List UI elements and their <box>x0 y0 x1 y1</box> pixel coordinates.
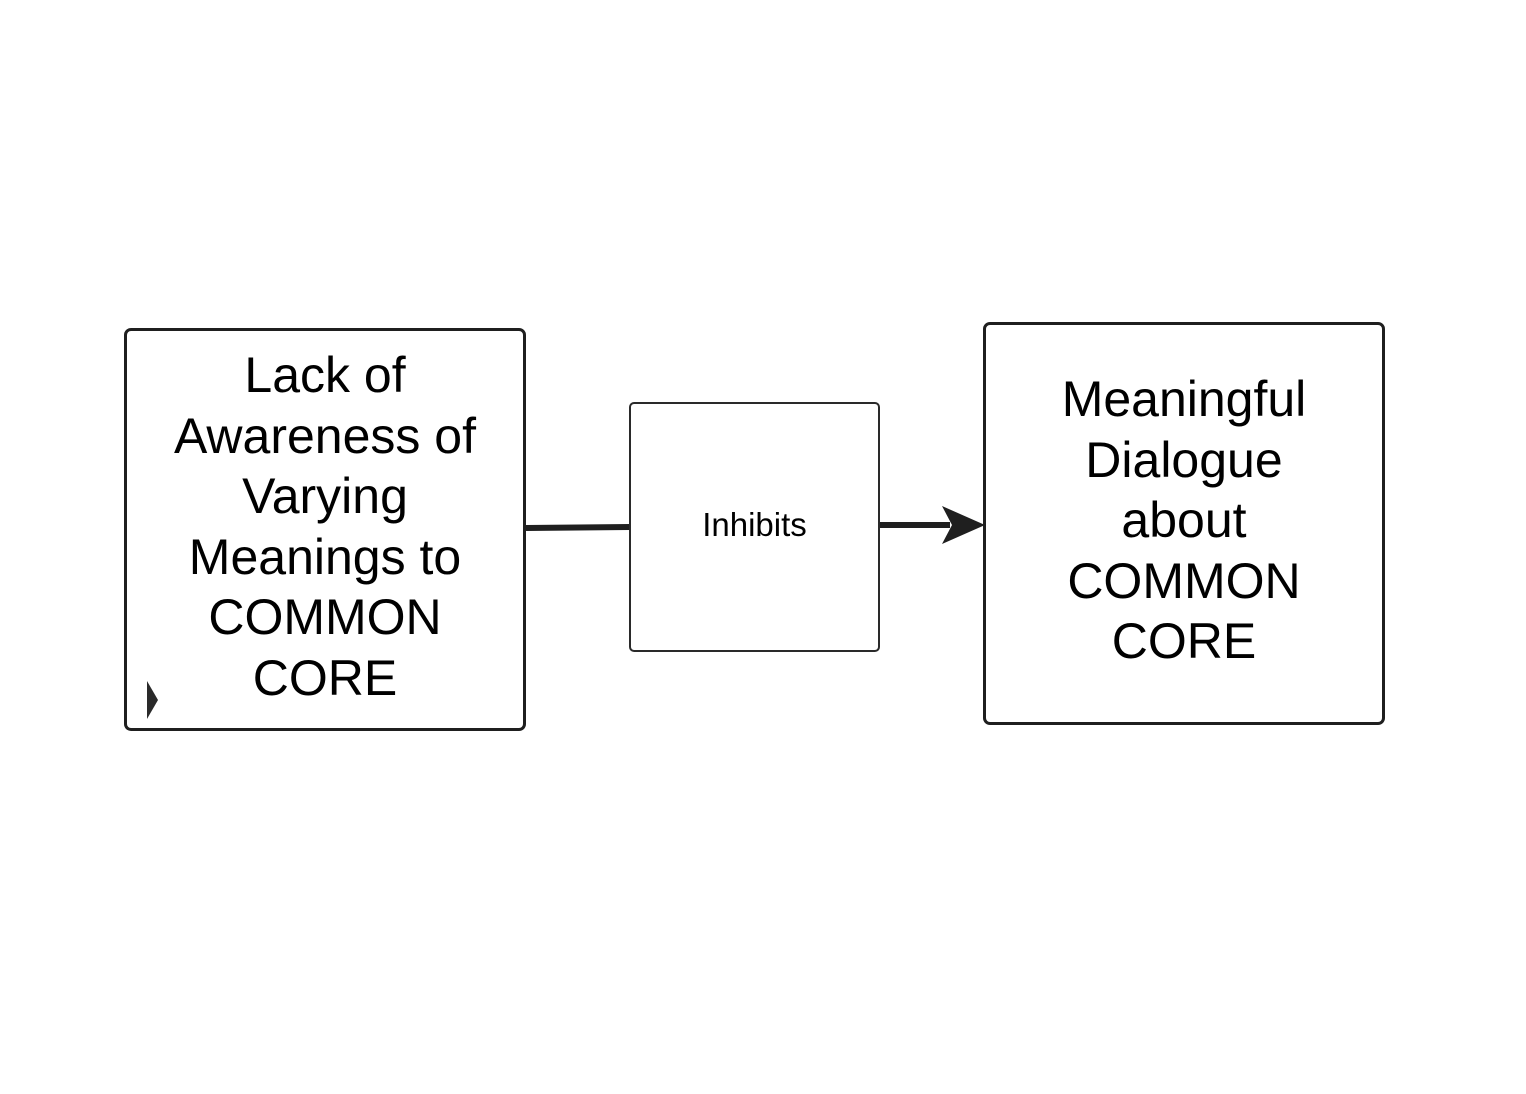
arrowhead-icon <box>942 506 985 544</box>
cause-node-label: Lack of Awareness of Varying Meanings to… <box>173 347 477 706</box>
relation-node[interactable]: Inhibits <box>629 402 880 652</box>
effect-node[interactable]: Meaningful Dialogue about COMMON CORE <box>983 322 1385 725</box>
cause-node[interactable]: Lack of Awareness of Varying Meanings to… <box>124 328 526 731</box>
effect-node-label: Meaningful Dialogue about COMMON CORE <box>1061 371 1307 670</box>
edge-cause-to-relation <box>525 524 631 531</box>
triangle-marker-icon <box>147 681 158 719</box>
relation-node-label: Inhibits <box>702 506 807 543</box>
